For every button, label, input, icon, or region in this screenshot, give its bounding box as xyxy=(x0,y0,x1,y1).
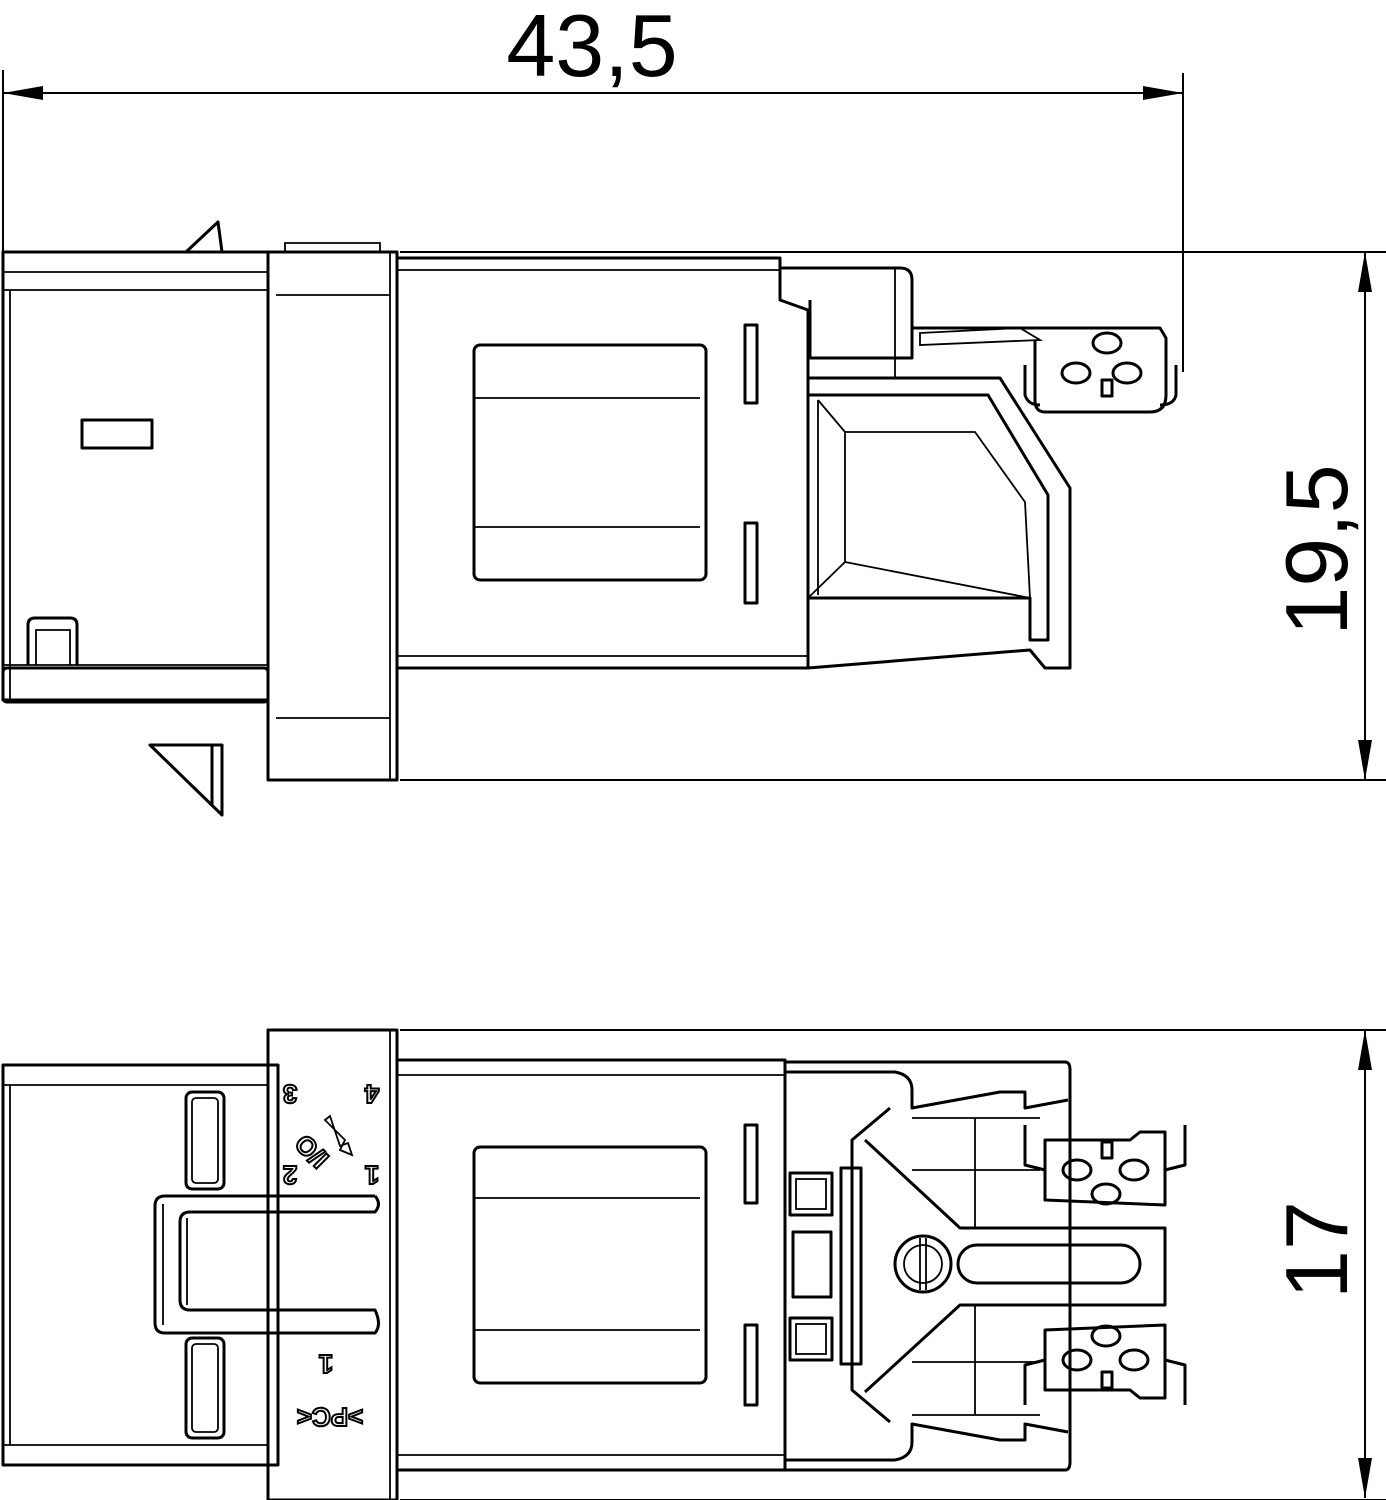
direction-arrow-icon xyxy=(323,1114,354,1157)
dimension-bottom-width: 17 xyxy=(400,1029,1386,1500)
dimension-length: 43,5 xyxy=(2,0,1184,372)
pin-markings: 4 3 I/O 1 2 1 >PC< xyxy=(282,1078,380,1433)
pin-1-bottom-label: 1 xyxy=(319,1349,333,1379)
pin-4-label: 4 xyxy=(364,1079,379,1109)
dimension-bottom-width-label: 17 xyxy=(1267,1201,1366,1299)
dimension-side-height-label: 19,5 xyxy=(1267,464,1366,635)
pin-3-label: 3 xyxy=(283,1079,297,1109)
side-view xyxy=(1,220,1178,817)
bottom-view: 4 3 I/O 1 2 1 >PC< xyxy=(1,1028,1187,1500)
pin-1-top-label: 1 xyxy=(365,1160,379,1190)
pin-2-label: 2 xyxy=(283,1160,297,1190)
dimension-length-label: 43,5 xyxy=(506,0,677,95)
pc-label: >PC< xyxy=(297,1402,364,1432)
dimension-side-height: 19,5 xyxy=(400,251,1386,781)
